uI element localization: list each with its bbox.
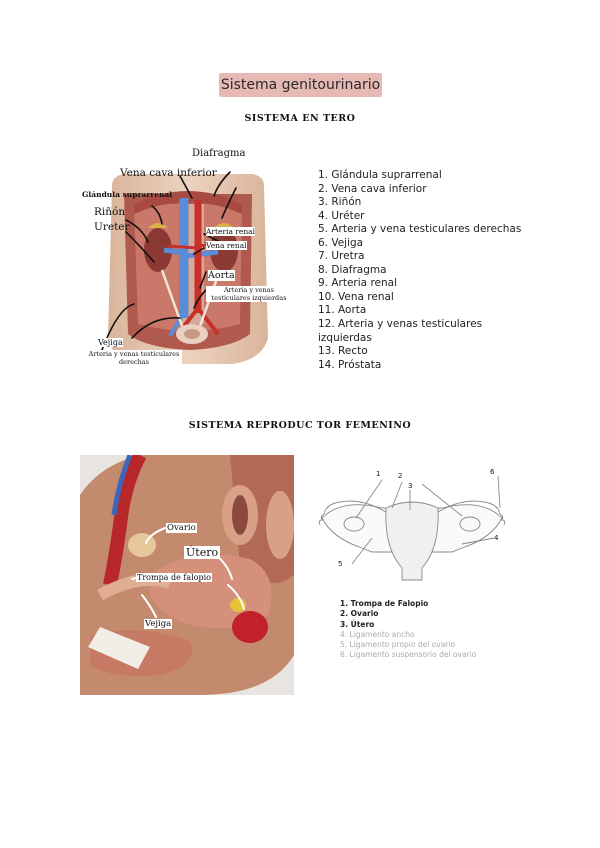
legend-item: 10. Vena renal	[318, 291, 538, 305]
label-utero: Útero	[184, 546, 220, 559]
urinary-system-figure: Diafragma Vena cava inferior Glándula su…	[82, 138, 312, 370]
legend-item: 4. Uréter	[318, 210, 538, 224]
legend-item: 2. Vena cava inferior	[318, 183, 538, 197]
label-ovario: Ovario	[166, 523, 197, 533]
legend-item: 3. Útero	[340, 620, 520, 630]
legend-item: 1. Trompa de Falopio	[340, 599, 520, 609]
legend-item: 5. Arteria y vena testiculares derechas	[318, 223, 538, 237]
label-ureter: Ureter	[94, 221, 130, 233]
page-title: Sistema genitourinario	[219, 73, 382, 97]
label-diafragma: Diafragma	[192, 148, 245, 159]
label-aorta: Aorta	[208, 270, 235, 281]
section-heading-complete: SISTEMA EN TERO	[0, 113, 600, 124]
legend-list-female: 1. Trompa de Falopio 2. Ovario 3. Útero …	[340, 599, 520, 661]
label-vejiga-model: Vejiga	[144, 619, 172, 629]
legend-item: 2. Ovario	[340, 609, 520, 619]
legend-item: 1. Glándula suprarrenal	[318, 169, 538, 183]
label-vena-cava: Vena cava inferior	[120, 167, 217, 179]
label-arteria-derechas: Arteria y venas testiculares derechas	[86, 350, 182, 366]
label-vejiga: Vejiga	[98, 338, 123, 347]
legend-item: 13. Recto	[318, 345, 538, 359]
label-arteria-izquierdas: Arteria y venas testiculares izquierdas	[206, 286, 292, 302]
diagram-number-6: 6	[490, 468, 494, 476]
label-arteria-renal: Arteria renal	[206, 227, 255, 236]
diagram-number-5: 5	[338, 560, 342, 568]
legend-item: 12. Arteria y venas testiculares izquier…	[318, 318, 538, 345]
label-glandula: Glándula suprarrenal	[82, 190, 172, 199]
legend-item: 14. Próstata	[318, 359, 538, 373]
label-trompa: Trompa de falopio	[136, 573, 212, 582]
legend-item: 3. Riñón	[318, 196, 538, 210]
legend-list-complete: 1. Glándula suprarrenal 2. Vena cava inf…	[318, 169, 538, 372]
diagram-number-3: 3	[408, 482, 412, 490]
uterus-diagram-figure: 1 2 3 4 5 6	[312, 468, 512, 590]
legend-item: 6. Ligamento suspensorio del ovario	[340, 650, 520, 660]
section-heading-female: SISTEMA REPRODUC TOR FEMENINO	[0, 420, 600, 431]
female-model-figure: Ovario Útero Trompa de falopio Vejiga	[80, 455, 294, 695]
diagram-number-2: 2	[398, 472, 402, 480]
legend-item: 11. Aorta	[318, 304, 538, 318]
diagram-number-1: 1	[376, 470, 380, 478]
diagram-number-4: 4	[494, 534, 498, 542]
legend-item: 8. Diafragma	[318, 264, 538, 278]
legend-item: 9. Arteria renal	[318, 277, 538, 291]
label-vena-renal: Vena renal	[206, 241, 247, 250]
legend-item: 5. Ligamento propio del ovario	[340, 640, 520, 650]
legend-item: 6. Vejiga	[318, 237, 538, 251]
legend-item: 4. Ligamento ancho	[340, 630, 520, 640]
legend-item: 7. Uretra	[318, 250, 538, 264]
label-rinon: Riñón	[94, 206, 125, 218]
